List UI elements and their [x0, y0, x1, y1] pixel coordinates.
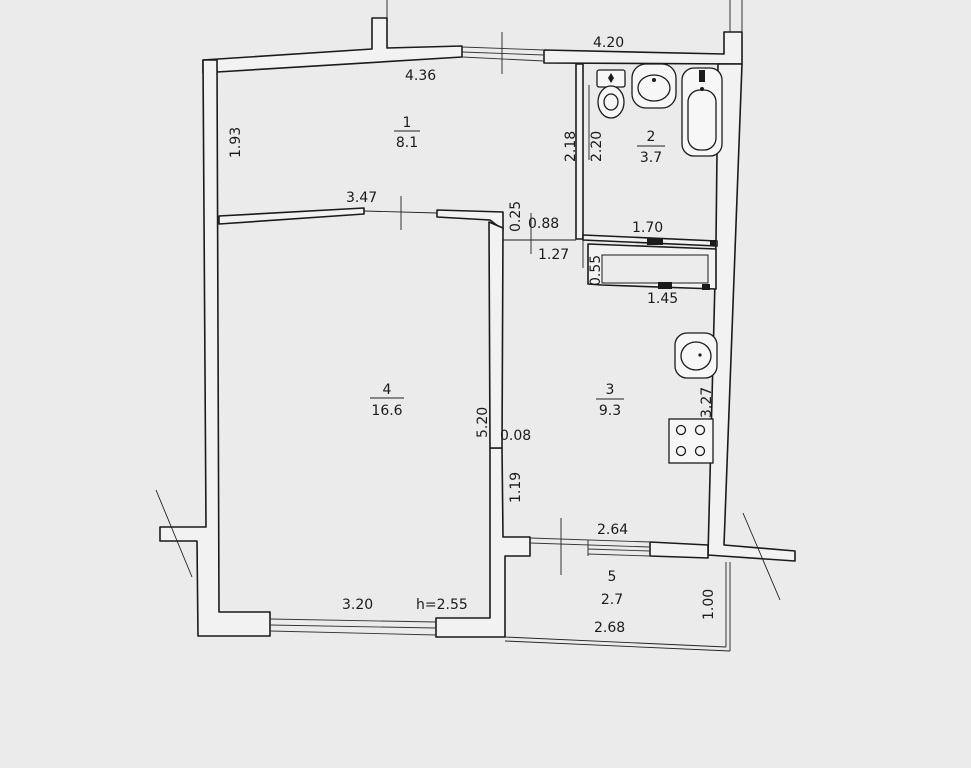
- dim-kitchen-right: 3.27: [699, 387, 715, 418]
- dim-room1-width: 4.36: [405, 68, 436, 84]
- room-4-area: 16.6: [371, 403, 402, 419]
- room1-room4-wall-left: [218, 207, 365, 225]
- balcony-door: [529, 518, 651, 575]
- room4-bottom-right-wall: [435, 447, 531, 638]
- room4-doorway: [363, 210, 438, 214]
- stove-icon: [668, 418, 714, 464]
- room1-window: [461, 32, 545, 74]
- balcony-outline: [504, 562, 731, 652]
- dim-room1-height: 1.93: [228, 127, 244, 158]
- left-wall: [159, 59, 271, 637]
- dim-wall-thickness: 0.08: [500, 428, 531, 444]
- dim-balcony-depth: 1.00: [701, 589, 717, 620]
- dim-bath-bottom: 1.70: [632, 220, 663, 236]
- break-marks: [155, 489, 781, 601]
- room-2-number: 2: [647, 129, 656, 145]
- bathtub-icon: [681, 67, 723, 157]
- dim-partition: 0.25: [508, 201, 524, 232]
- dim-kitchen-lower: 1.19: [508, 472, 524, 503]
- room-1-number: 1: [403, 115, 412, 131]
- dim-top-right: 4.20: [593, 35, 624, 51]
- kitchen-sink-icon: [674, 332, 718, 379]
- room-2-area: 3.7: [640, 150, 662, 166]
- dim-closet-width: 1.45: [647, 291, 678, 307]
- room-3-area: 9.3: [599, 403, 621, 419]
- dim-room4-top: 3.47: [346, 190, 377, 206]
- dim-room4-side: 5.20: [475, 407, 491, 438]
- dim-hall-width: 1.27: [538, 247, 569, 263]
- toilet-icon: [596, 69, 626, 119]
- dim-room4-bottom: 3.20: [342, 597, 373, 613]
- washbasin-icon: [631, 63, 677, 109]
- dim-balcony-door: 2.64: [597, 522, 628, 538]
- bathroom-left-wall: [575, 63, 584, 240]
- walls: [155, 0, 796, 652]
- balcony-wall-right: [649, 541, 709, 559]
- room-4-number: 4: [383, 382, 392, 398]
- dim-ceiling-height: h=2.55: [416, 597, 468, 613]
- room-1-area: 8.1: [396, 135, 418, 151]
- dim-balcony-width: 2.68: [594, 620, 625, 636]
- dim-passage: 0.88: [528, 216, 559, 232]
- dim-bath-inner: 2.20: [589, 131, 605, 162]
- dim-bath-outer: 2.18: [563, 131, 579, 162]
- room4-room3-wall: [488, 221, 504, 449]
- room-5-area: 2.7: [601, 592, 623, 608]
- room-3-number: 3: [606, 382, 615, 398]
- dim-closet-depth: 0.55: [588, 255, 604, 286]
- room-5-number: 5: [608, 569, 617, 585]
- room4-window: [269, 618, 437, 636]
